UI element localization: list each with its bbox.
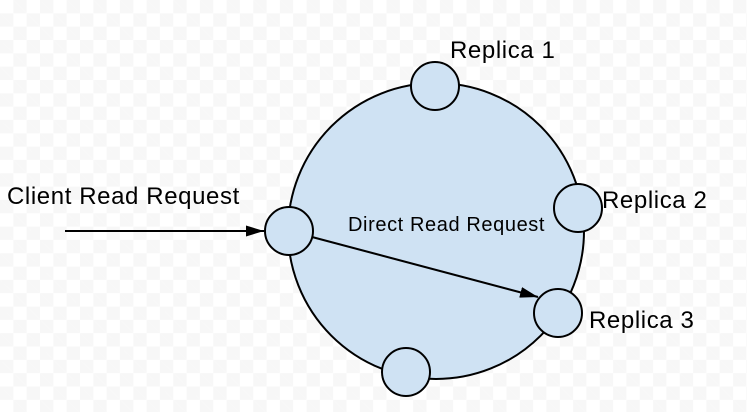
replica-3-label: Replica 3 [589, 307, 694, 334]
node-coordinator-left [264, 206, 314, 256]
replica-1-label: Replica 1 [450, 37, 555, 64]
node-replica-1 [410, 61, 460, 111]
node-unlabeled-bottom [381, 347, 431, 397]
direct-read-request-arrow [311, 236, 539, 298]
client-read-request-label: Client Read Request [7, 183, 240, 210]
node-replica-2 [553, 183, 603, 233]
replica-2-label: Replica 2 [602, 187, 707, 214]
node-replica-3 [533, 288, 583, 338]
direct-read-request-label: Direct Read Request [348, 214, 545, 236]
